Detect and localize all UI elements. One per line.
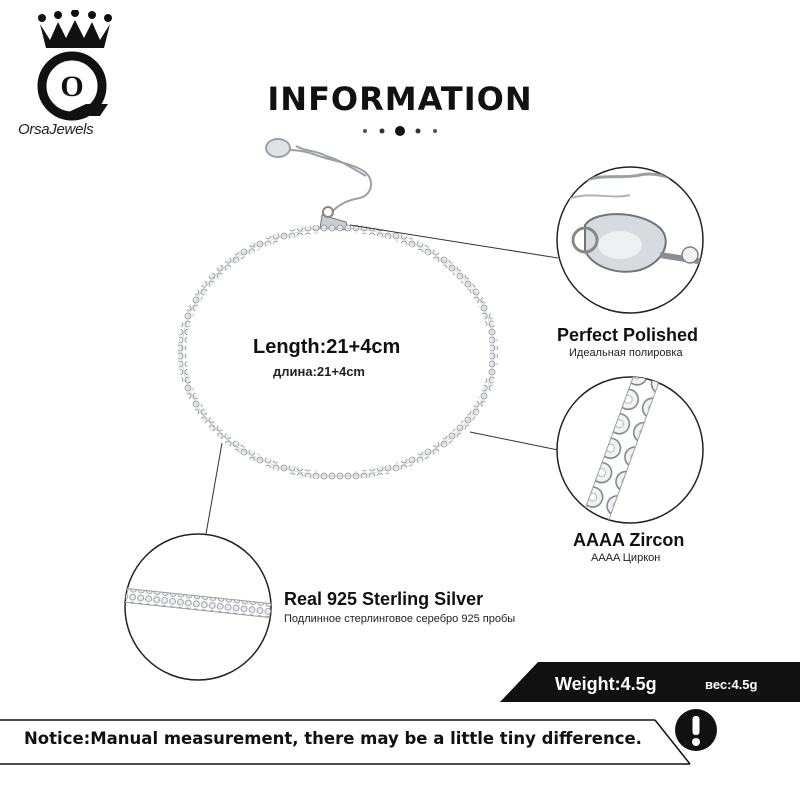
callout-line-polish <box>349 224 559 259</box>
page-title: INFORMATION <box>267 80 533 118</box>
length-label-ru: длина:21+4cm <box>273 364 365 379</box>
zircon-label-ru: AAAA Циркон <box>591 552 661 564</box>
detail-circle-silver <box>124 533 272 681</box>
weight-label: Weight:4.5g <box>555 674 657 694</box>
svg-text:O: O <box>60 70 83 103</box>
notice-bar <box>0 719 691 765</box>
callout-line-zircon <box>469 431 559 451</box>
detail-circle-polish <box>556 166 704 314</box>
title-dots-decoration <box>363 126 437 136</box>
weight-label-ru: вес:4.5g <box>705 677 758 692</box>
length-label: Length:21+4cm <box>253 336 401 358</box>
notice-text: Notice:Manual measurement, there may be … <box>24 729 642 748</box>
silver-label-ru: Подлинное стерлинговое серебро 925 пробы <box>284 613 516 625</box>
polish-label-ru: Идеальная полировка <box>569 347 683 359</box>
crown-icon <box>38 10 112 48</box>
extension-chain <box>265 138 372 213</box>
exclamation-icon <box>675 709 717 751</box>
callout-line-silver <box>205 442 223 535</box>
brand-logo: O <box>37 10 112 121</box>
zircon-label: AAAA Zircon <box>573 530 685 550</box>
polish-label: Perfect Polished <box>557 325 699 345</box>
detail-circle-zircon <box>556 376 704 524</box>
weight-banner <box>500 662 800 702</box>
brand-name: OrsaJewels <box>18 121 94 138</box>
silver-label: Real 925 Sterling Silver <box>284 589 484 609</box>
